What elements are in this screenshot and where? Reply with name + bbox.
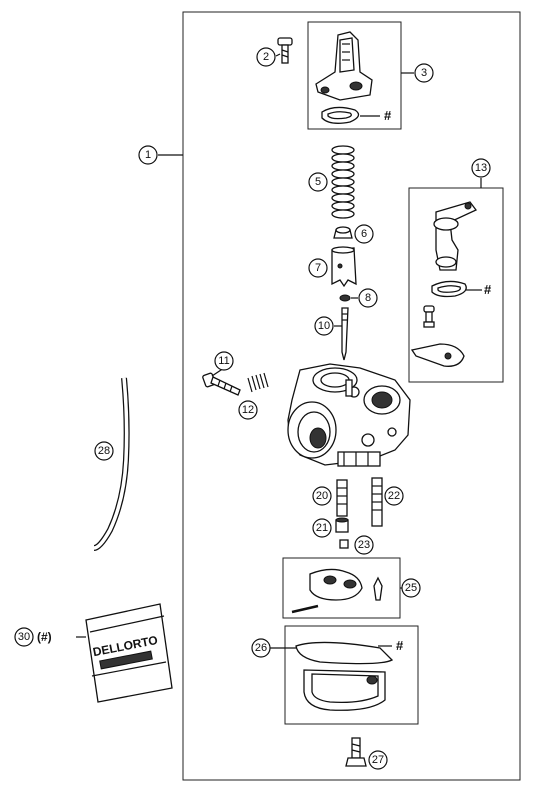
- callout-28: 28: [94, 441, 114, 461]
- svg-text:11: 11: [218, 355, 229, 367]
- callout-11: 11: [214, 351, 234, 371]
- part-needle-clip-8: [339, 294, 351, 302]
- svg-text:10: 10: [318, 320, 330, 332]
- hash-mark-26: #: [396, 638, 404, 653]
- part-bolt-27: [345, 737, 367, 767]
- part-choke-assembly-13: [410, 201, 478, 367]
- svg-text:12: 12: [242, 404, 254, 416]
- callout-26: 26: [251, 638, 271, 658]
- part-jet-22: [371, 477, 383, 527]
- subgroup-box-3: [307, 21, 402, 130]
- callout-23: 23: [354, 535, 374, 555]
- part-cover-cap-3: [315, 31, 373, 124]
- part-gasket-kit-bag-30: DELLORTO: [85, 603, 173, 703]
- part-spring-5: [331, 145, 355, 219]
- callout-30: 30: [14, 627, 34, 647]
- part-needle-10: [341, 307, 349, 361]
- part-slide-7: [331, 246, 357, 288]
- callout-21: 21: [312, 518, 332, 538]
- part-carburetor-body: [287, 363, 411, 467]
- hash-mark-3: #: [384, 108, 392, 123]
- hash-mark-13: #: [484, 282, 492, 297]
- callout-5: 5: [308, 172, 328, 192]
- callout-6: 6: [354, 224, 374, 244]
- svg-text:3: 3: [421, 67, 427, 79]
- part-jet-20: [336, 479, 348, 517]
- svg-text:28: 28: [98, 445, 110, 457]
- svg-text:2: 2: [263, 51, 269, 63]
- callout-3: 3: [414, 63, 434, 83]
- label-30-suffix: (#): [37, 630, 52, 644]
- part-screw-11: [202, 372, 241, 396]
- leader-2: [275, 53, 281, 57]
- part-spring-12: [247, 372, 269, 393]
- svg-text:25: 25: [405, 582, 417, 594]
- assembly-frame: [182, 11, 521, 781]
- callout-1: 1: [138, 145, 158, 165]
- part-float-25: [291, 568, 383, 614]
- svg-text:8: 8: [365, 292, 371, 304]
- svg-text:22: 22: [388, 490, 400, 502]
- svg-text:27: 27: [372, 754, 384, 766]
- svg-text:26: 26: [255, 642, 267, 654]
- callout-2: 2: [256, 47, 276, 67]
- callout-7: 7: [308, 258, 328, 278]
- callout-25: 25: [401, 578, 421, 598]
- svg-text:23: 23: [358, 539, 370, 551]
- callout-8: 8: [358, 288, 378, 308]
- svg-text:5: 5: [315, 176, 321, 188]
- svg-text:13: 13: [475, 162, 487, 174]
- svg-text:7: 7: [315, 262, 321, 274]
- part-hose-28: [93, 377, 130, 551]
- part-clip-6: [333, 226, 353, 239]
- callout-20: 20: [312, 486, 332, 506]
- svg-text:20: 20: [316, 490, 328, 502]
- svg-text:1: 1: [145, 149, 151, 161]
- svg-text:30: 30: [18, 631, 30, 643]
- part-jet-21: [335, 517, 349, 533]
- part-screw-2: [277, 37, 293, 64]
- callout-22: 22: [384, 486, 404, 506]
- part-jet-23: [339, 539, 349, 549]
- callout-27: 27: [368, 750, 388, 770]
- subgroup-box-13: [408, 187, 504, 383]
- subgroup-box-26: [284, 625, 419, 725]
- callout-13: 13: [471, 158, 491, 178]
- svg-text:6: 6: [361, 228, 367, 240]
- callout-10: 10: [314, 316, 334, 336]
- part-float-bowl-26: [295, 641, 394, 711]
- svg-text:21: 21: [316, 522, 328, 534]
- callout-12: 12: [238, 400, 258, 420]
